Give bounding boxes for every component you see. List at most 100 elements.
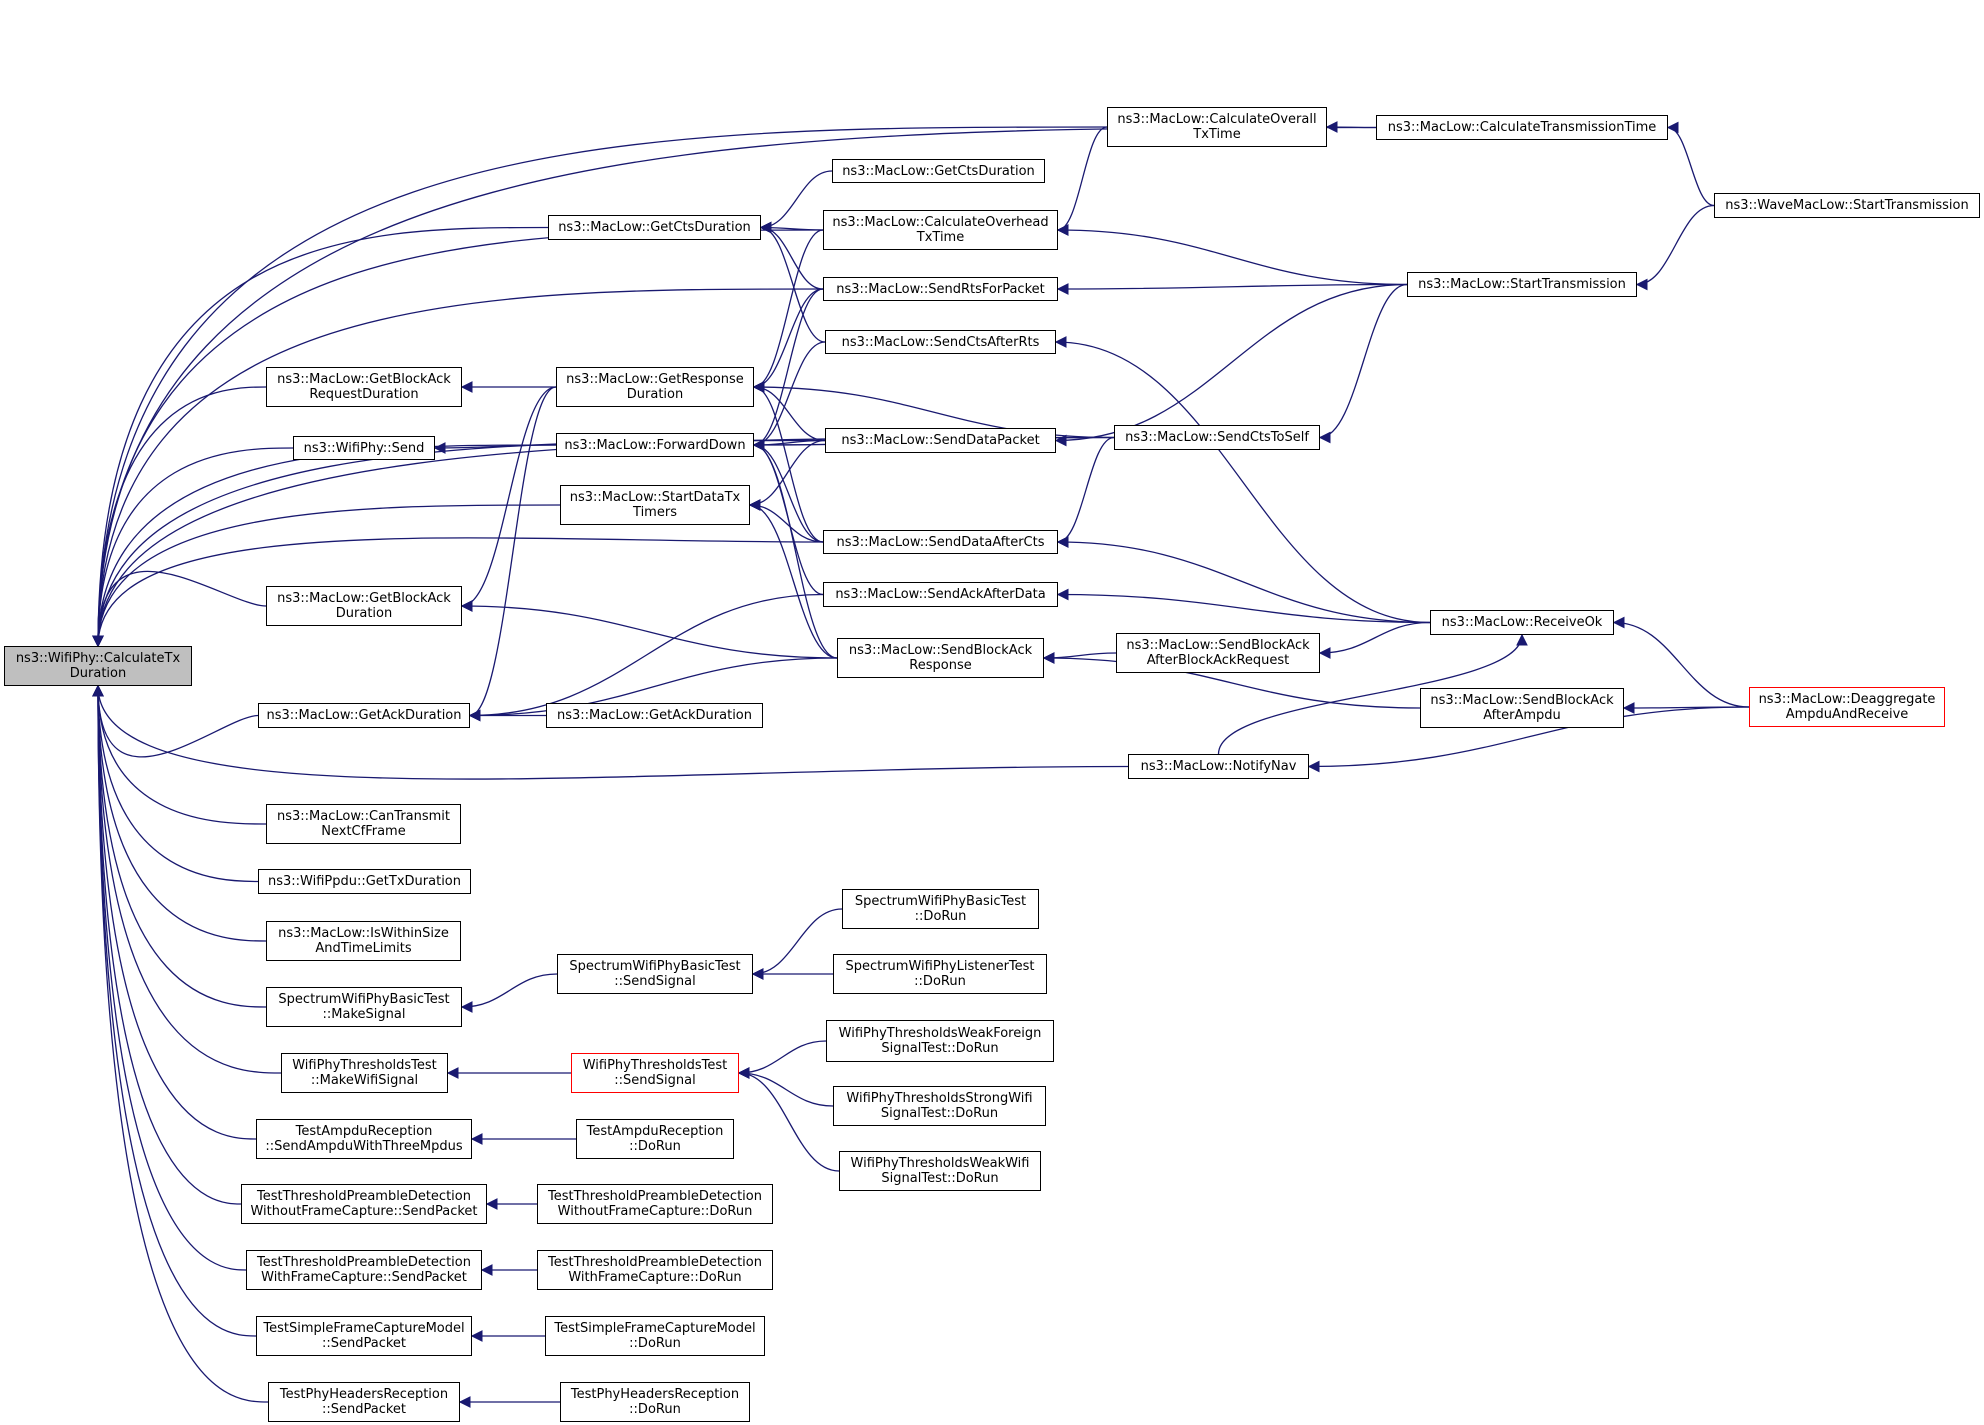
edge-canTx-to-root: [92, 684, 267, 825]
edge-getBAD-to-root: [92, 570, 267, 648]
edge-sendBAAA-to-sendBAR: [1042, 652, 1421, 709]
node-waveStart[interactable]: ns3::WaveMacLow::StartTransmission: [1714, 193, 1980, 218]
node-wptSend[interactable]: WifiPhyThresholdsTest::SendSignal: [571, 1053, 739, 1093]
edge-wptSWRun-to-wptSend: [737, 1067, 834, 1107]
edge-wptWFRun-to-wptSend: [737, 1040, 827, 1079]
node-taSend[interactable]: TestAmpduReception::SendAmpduWithThreeMp…: [256, 1119, 472, 1159]
node-calcTT[interactable]: ns3::MacLow::CalculateTransmissionTime: [1376, 115, 1668, 140]
edge-sendDAC-to-fwd: [752, 439, 824, 543]
edge-sendCtsAR-to-getCts: [759, 221, 826, 343]
edge-fwd-to-send: [433, 442, 557, 454]
node-getAck[interactable]: ns3::MacLow::GetAckDuration: [258, 703, 470, 728]
edge-tphSend-to-root: [92, 684, 269, 1403]
node-tphSend[interactable]: TestPhyHeadersReception::SendPacket: [268, 1382, 460, 1422]
edge-ppdu-to-root: [92, 684, 259, 883]
node-receiveOk[interactable]: ns3::MacLow::ReceiveOk: [1430, 610, 1614, 635]
node-getCts[interactable]: ns3::MacLow::GetCtsDuration: [548, 215, 761, 240]
edge-sendBAR-to-fwd: [752, 439, 838, 659]
edge-waveStart-to-startTx: [1635, 204, 1715, 291]
edge-notifyNav-to-receiveOk: [1217, 633, 1528, 755]
edge-isWithin-to-root: [92, 684, 267, 942]
node-taRun[interactable]: TestAmpduReception::DoRun: [576, 1119, 734, 1159]
node-sendAAD[interactable]: ns3::MacLow::SendAckAfterData: [823, 582, 1058, 607]
node-ppdu[interactable]: ns3::WifiPpdu::GetTxDuration: [258, 869, 471, 894]
edge-calcOverall-to-root: [92, 126, 1108, 648]
edge-deagg-to-sendBAAA: [1622, 702, 1750, 714]
node-swpListRun[interactable]: SpectrumWifiPhyListenerTest::DoRun: [833, 954, 1047, 994]
node-wptMake[interactable]: WifiPhyThresholdsTest::MakeWifiSignal: [281, 1053, 448, 1093]
edge-startTx-to-sendCtsSelf: [1318, 283, 1408, 444]
edge-sendRts-to-getResp: [752, 288, 824, 393]
node-swpSend[interactable]: SpectrumWifiPhyBasicTest::SendSignal: [557, 954, 753, 994]
edge-swpBasicRun-to-swpSend: [751, 908, 843, 980]
edge-notifyNav-to-root: [92, 684, 1129, 780]
node-swpBasicRun[interactable]: SpectrumWifiPhyBasicTest::DoRun: [842, 889, 1039, 929]
edge-getResp-to-getAck: [468, 386, 557, 722]
edge-getAck-to-root: [92, 684, 259, 758]
edge-receiveOk-to-sendDAC: [1056, 536, 1431, 624]
edge-sendBAABAR-to-sendBAR: [1042, 652, 1117, 664]
edge-startTx-to-calcOH: [1056, 224, 1408, 286]
node-tsfcSend[interactable]: TestSimpleFrameCaptureModel::SendPacket: [256, 1316, 472, 1356]
edge-sendBAR-to-getBAD: [460, 600, 838, 659]
edge-startTx-to-sendRts: [1056, 283, 1408, 295]
edge-sendCtsSelf-to-sendDAC: [1056, 436, 1115, 548]
edge-sdt-to-root: [92, 504, 561, 648]
node-sendCtsSelf[interactable]: ns3::MacLow::SendCtsToSelf: [1114, 425, 1320, 450]
node-swpMake[interactable]: SpectrumWifiPhyBasicTest::MakeSignal: [266, 987, 462, 1027]
edge-calcTT-to-calcOverall: [1325, 121, 1377, 133]
node-sendDP[interactable]: ns3::MacLow::SendDataPacket: [825, 428, 1056, 453]
edge-deagg-to-receiveOk: [1612, 616, 1750, 708]
node-sendDAC[interactable]: ns3::MacLow::SendDataAfterCts: [823, 530, 1058, 554]
node-tphRun[interactable]: TestPhyHeadersReception::DoRun: [560, 1382, 750, 1422]
node-sendCtsAR[interactable]: ns3::MacLow::SendCtsAfterRts: [825, 330, 1056, 354]
node-tsfcRun[interactable]: TestSimpleFrameCaptureModel::DoRun: [545, 1316, 765, 1356]
edge-getResp-to-getBAD: [460, 386, 557, 612]
edge-startTx-to-sendDP: [1054, 283, 1408, 447]
node-startTx[interactable]: ns3::MacLow::StartTransmission: [1407, 272, 1637, 297]
edge-getBARD-to-root: [92, 386, 267, 648]
edge-ttpdWoSend-to-root: [92, 684, 242, 1205]
node-getAck2[interactable]: ns3::MacLow::GetAckDuration: [546, 703, 763, 728]
edge-wptWWRun-to-wptSend: [737, 1067, 840, 1172]
edge-getCts2-to-getCts: [759, 170, 833, 234]
node-fwd[interactable]: ns3::MacLow::ForwardDown: [556, 433, 754, 457]
node-sendRts[interactable]: ns3::MacLow::SendRtsForPacket: [823, 277, 1058, 301]
edge-receiveOk-to-sendAAD: [1056, 588, 1431, 624]
edge-calcOverall-to-calcOH: [1056, 126, 1108, 236]
node-getCts2[interactable]: ns3::MacLow::GetCtsDuration: [832, 159, 1045, 183]
edge-ttpdWSend-to-root: [92, 684, 247, 1271]
edge-swpMake-to-root: [92, 684, 267, 1008]
node-notifyNav[interactable]: ns3::MacLow::NotifyNav: [1128, 754, 1309, 779]
edge-taSend-to-root: [92, 684, 257, 1140]
edge-calcOH-to-getResp: [752, 229, 824, 393]
edge-sendDP-to-sdt: [748, 439, 826, 511]
edge-send-to-root: [92, 447, 294, 648]
edge-wptMake-to-root: [92, 684, 282, 1074]
edge-sendBAR-to-sdt: [748, 499, 838, 659]
node-send[interactable]: ns3::WifiPhy::Send: [293, 436, 435, 460]
edge-receiveOk-to-sendBAABAR: [1318, 621, 1431, 659]
edge-sendRts-to-fwd: [752, 288, 824, 451]
edge-waveStart-to-calcTT: [1666, 121, 1715, 207]
